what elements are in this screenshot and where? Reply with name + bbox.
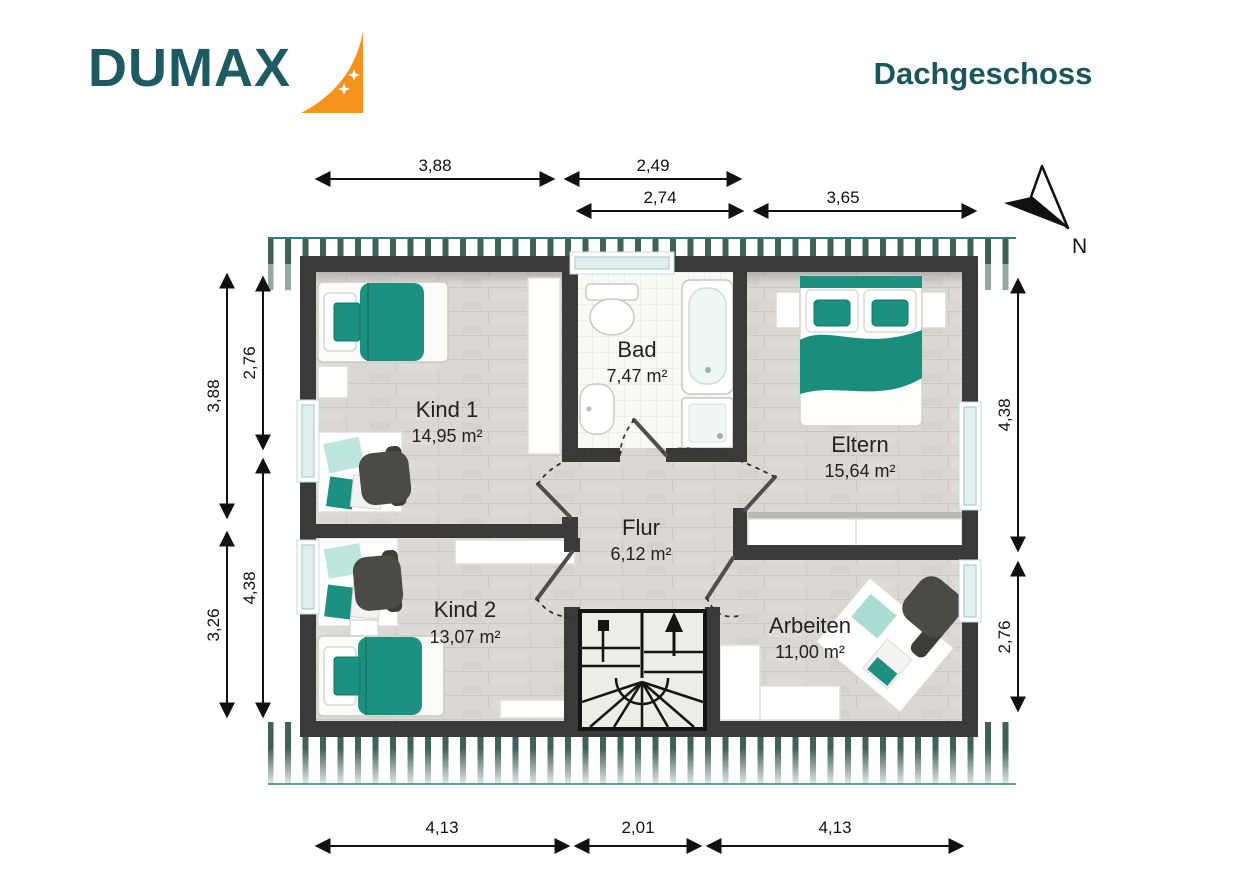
dim-bottom-c: 4,13 bbox=[818, 818, 851, 837]
nightstand-eltern-right-icon bbox=[919, 291, 947, 329]
dim-top1-b: 2,49 bbox=[636, 156, 669, 175]
room-arbeiten-area: 11,00 m² bbox=[775, 642, 845, 662]
dim-bottom-b: 2,01 bbox=[621, 818, 654, 837]
room-bad-name: Bad bbox=[617, 337, 656, 362]
room-bad-area: 7,47 m² bbox=[606, 366, 667, 386]
dim-bottom-a: 4,13 bbox=[425, 818, 458, 837]
room-kind2-name: Kind 2 bbox=[434, 597, 496, 622]
window-arbeiten-icon bbox=[958, 559, 982, 623]
room-arbeiten-name: Arbeiten bbox=[769, 613, 851, 638]
room-eltern-area: 15,64 m² bbox=[824, 461, 895, 481]
brand-sail-icon bbox=[301, 31, 363, 113]
doors bbox=[535, 418, 777, 618]
bathtub-icon bbox=[681, 279, 734, 395]
nightstand-kind1-icon bbox=[317, 365, 349, 399]
double-bed-icon bbox=[799, 275, 923, 427]
room-flur-area: 6,12 m² bbox=[610, 544, 671, 564]
desk-kind2-icon bbox=[317, 537, 404, 627]
door-eltern bbox=[661, 447, 777, 512]
toilet-icon bbox=[585, 283, 639, 336]
page-title: Dachgeschoss bbox=[873, 56, 1093, 91]
dim-right-b: 2,76 bbox=[995, 620, 1014, 653]
window-bad-icon bbox=[569, 251, 675, 275]
stair-up-arrow-icon bbox=[665, 612, 683, 656]
door-kind1 bbox=[536, 451, 625, 519]
dim-top1-a: 3,88 bbox=[418, 156, 451, 175]
shower-icon bbox=[681, 397, 734, 449]
window-kind2-icon bbox=[296, 539, 320, 615]
north-arrow-icon: N bbox=[1004, 164, 1087, 258]
door-arbeiten bbox=[705, 556, 739, 618]
room-flur-name: Flur bbox=[622, 515, 660, 540]
brand-logo: DUMAX bbox=[88, 30, 367, 114]
room-labels: Kind 1 14,95 m² Bad 7,47 m² Eltern 15,64… bbox=[411, 337, 895, 662]
room-eltern-name: Eltern bbox=[831, 432, 888, 457]
sink-icon bbox=[579, 383, 615, 435]
room-kind1-name: Kind 1 bbox=[416, 397, 478, 422]
windows bbox=[296, 251, 982, 623]
bed-kind1-icon bbox=[317, 281, 449, 363]
dimension-labels: 3,88 2,49 2,74 3,65 4,13 2,01 4,13 3,88 … bbox=[204, 156, 1014, 837]
window-kind1-icon bbox=[296, 399, 320, 483]
dim-left-outer-a: 3,88 bbox=[204, 379, 223, 412]
stairs bbox=[578, 609, 707, 731]
dim-left-outer-b: 3,26 bbox=[204, 608, 223, 641]
dim-right-a: 4,38 bbox=[995, 398, 1014, 431]
stair-winders bbox=[581, 680, 704, 728]
bed-kind2-icon bbox=[317, 635, 445, 717]
dimension-lines bbox=[219, 171, 1026, 854]
window-eltern-icon bbox=[958, 401, 982, 511]
north-label: N bbox=[1072, 235, 1087, 258]
nightstand-eltern-left-icon bbox=[775, 291, 803, 329]
dim-left-inner-a: 2,76 bbox=[240, 346, 259, 379]
room-kind2-area: 13,07 m² bbox=[429, 627, 500, 647]
desk-kind1-icon bbox=[317, 431, 412, 513]
dim-top2-b: 3,65 bbox=[826, 188, 859, 207]
brand-logo-text: DUMAX bbox=[88, 38, 291, 98]
room-kind1-area: 14,95 m² bbox=[411, 426, 482, 446]
wardrobe-eltern-icon bbox=[747, 512, 963, 548]
cabinet-arbeiten-icon bbox=[719, 644, 841, 721]
wardrobe-kind1-icon bbox=[527, 277, 561, 455]
desk-arbeiten-icon bbox=[814, 576, 964, 714]
shelf-kind2-icon bbox=[454, 539, 576, 565]
dim-left-inner-b: 4,38 bbox=[240, 571, 259, 604]
dim-top2-a: 2,74 bbox=[643, 188, 676, 207]
door-kind2 bbox=[535, 550, 577, 618]
